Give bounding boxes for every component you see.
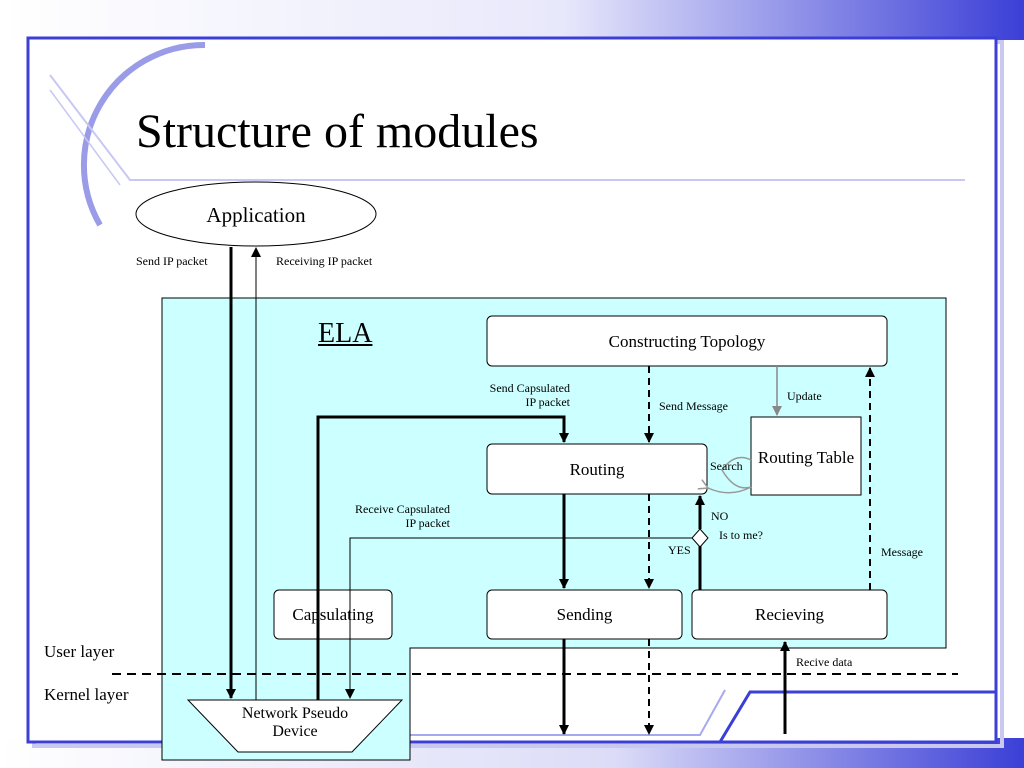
recieving-node — [691, 589, 888, 640]
capsulating-node — [273, 589, 393, 640]
ela-region — [161, 297, 947, 761]
receive-capsulated-line2: IP packet — [405, 515, 450, 530]
decorative-arc — [80, 41, 206, 227]
application-label: Application — [206, 203, 306, 227]
kernel-layer-label: Kernel layer — [44, 685, 129, 704]
recive-data-label: Recive data — [796, 655, 853, 669]
routing-label: Routing — [569, 460, 625, 479]
receive-capsulated-line1: Receive Capsulated — [355, 502, 450, 516]
ela-label: ELA — [318, 318, 373, 349]
yes-label: YES — [668, 543, 691, 557]
routing-table-label: Routing Table — [757, 448, 855, 467]
network-pseudo-device-label: Network Pseudo Device — [208, 705, 382, 742]
search-label: Search — [710, 459, 743, 473]
send-ip-packet-label: Send IP packet — [136, 254, 208, 268]
message-label: Message — [881, 545, 923, 559]
routing-node — [486, 443, 708, 495]
send-message-label: Send Message — [659, 399, 728, 413]
update-label: Update — [787, 389, 822, 403]
network-pseudo-device-node — [186, 699, 404, 753]
routing-table-node — [750, 416, 862, 496]
send-capsulated-label: Send Capsulated IP packet — [440, 381, 570, 410]
constructing-topology-label: Constructing Topology — [608, 332, 766, 351]
receiving-ip-packet-label: Receiving IP packet — [276, 254, 373, 268]
application-node — [135, 181, 377, 247]
recieving-label: Recieving — [755, 605, 824, 624]
sending-node — [486, 589, 683, 640]
send-capsulated-line2: IP packet — [525, 394, 570, 409]
no-label: NO — [711, 509, 729, 523]
is-to-me-decision — [691, 528, 709, 548]
user-layer-label: User layer — [44, 642, 115, 661]
constructing-topology-node — [486, 315, 888, 367]
send-capsulated-arrow — [316, 415, 569, 700]
receive-capsulated-label: Receive Capsulated IP packet — [310, 502, 450, 531]
sending-label: Sending — [556, 605, 613, 624]
search-arrow — [721, 456, 752, 489]
capsulating-label: Capsulating — [292, 605, 374, 624]
top-gradient-band — [0, 0, 1024, 40]
network-pseudo-device-line2: Device — [272, 723, 318, 741]
network-pseudo-device-line1: Network Pseudo — [241, 705, 349, 722]
receive-capsulated-arrow — [345, 537, 692, 699]
is-to-me-label: Is to me? — [719, 528, 763, 542]
send-capsulated-line1: Send Capsulated — [489, 381, 570, 395]
page-title: Structure of modules — [136, 105, 539, 158]
